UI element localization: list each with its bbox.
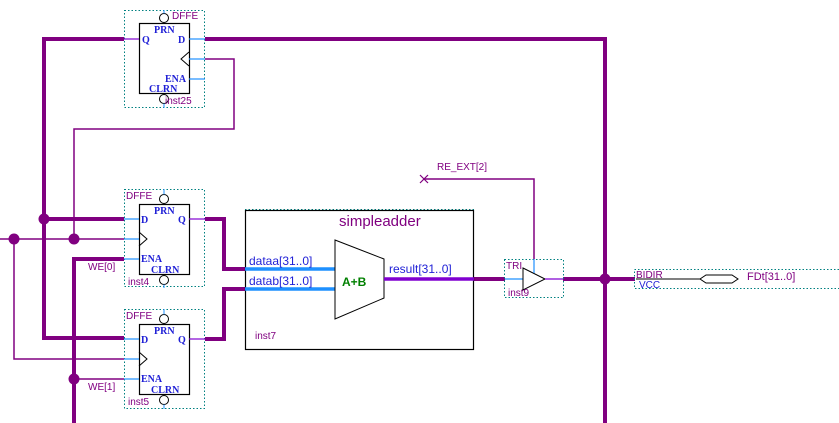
pin-q: Q [178, 215, 186, 226]
instance-name: inst25 [165, 96, 192, 107]
adder-op: A+B [342, 275, 367, 289]
pin-prn: PRN [154, 326, 175, 337]
we0-label: WE[0] [88, 262, 115, 273]
bus-q5-to-datab[interactable] [205, 287, 245, 341]
pin-prn: PRN [154, 25, 175, 36]
ff-type: DFFE [126, 311, 152, 322]
tri-inst9[interactable]: TRI inst9 RE_EXT[2] [437, 162, 564, 299]
wire-clk5[interactable] [13, 239, 124, 360]
bus-fdt-to-d25[interactable] [205, 37, 607, 423]
bidir-default: VCC [639, 280, 660, 291]
pin-ena: ENA [141, 254, 163, 265]
clock-triangle-icon [138, 231, 148, 247]
adder-title: simpleadder [339, 213, 421, 230]
pin-d: D [141, 335, 148, 346]
dotted-frame [634, 269, 839, 289]
tri-type: TRI [506, 261, 522, 272]
bidir-port-icon [699, 274, 739, 284]
no-connect-icon [419, 174, 429, 184]
bidir-name: FDt[31..0] [747, 271, 795, 283]
wire-we0[interactable] [72, 257, 124, 423]
instance-name: inst9 [508, 288, 530, 299]
junction-dot [68, 233, 80, 245]
dataa-label: dataa[31..0] [249, 254, 312, 268]
bidir-fdt[interactable]: BIDIR VCC FDt[31..0] [634, 269, 839, 292]
ff-type: DFFE [172, 11, 198, 22]
dffe-inst4[interactable]: DFFE PRN D Q ENA CLRN inst4 WE[0] [88, 189, 205, 288]
we1-label: WE[1] [88, 382, 115, 393]
bus-q4-to-dataa[interactable] [205, 217, 245, 271]
bus-q25-to-d5[interactable] [42, 37, 124, 340]
clock-triangle-icon [180, 51, 190, 67]
clrn-bubble-icon [159, 275, 169, 285]
result-label: result[31..0] [389, 262, 452, 276]
pin-ena: ENA [165, 74, 187, 85]
tri-buffer-icon [522, 267, 547, 291]
junction-dot [68, 373, 80, 385]
junction-dot [599, 273, 611, 285]
prn-bubble-icon [159, 194, 169, 204]
adder-symbol-icon [334, 239, 385, 320]
junction-dot [38, 213, 50, 225]
pin-d: D [178, 35, 185, 46]
ff-type: DFFE [126, 191, 152, 202]
pin-q: Q [178, 335, 186, 346]
junctions [8, 213, 611, 385]
datab-label: datab[31..0] [249, 274, 312, 288]
pin-clrn: CLRN [151, 265, 180, 276]
re-ext-label: RE_EXT[2] [437, 162, 487, 173]
prn-bubble-icon [159, 13, 169, 23]
pin-d: D [141, 215, 148, 226]
wire-re-ext[interactable] [424, 178, 535, 259]
junction-dot [8, 233, 20, 245]
adder-inst7[interactable]: simpleadder dataa[31..0] datab[31..0] re… [244, 209, 475, 351]
prn-bubble-icon [159, 314, 169, 324]
pin-q: Q [142, 35, 150, 46]
instance-name: inst5 [128, 397, 150, 408]
ff-body [138, 203, 191, 276]
instance-name: inst4 [128, 277, 150, 288]
wires [0, 37, 635, 423]
clock-triangle-icon [138, 351, 148, 367]
pin-clrn: CLRN [149, 84, 178, 95]
wire-clk25[interactable] [73, 58, 235, 239]
dffe-inst25[interactable]: DFFE PRN Q D ENA CLRN inst25 [124, 10, 205, 108]
pin-prn: PRN [154, 206, 175, 217]
dffe-inst5[interactable]: DFFE PRN D Q ENA CLRN inst5 WE[1] [88, 309, 205, 409]
clrn-bubble-icon [159, 395, 169, 405]
ff-body [138, 323, 191, 396]
pin-clrn: CLRN [151, 385, 180, 396]
instance-name: inst7 [255, 331, 277, 342]
bidir-type: BIDIR [636, 270, 663, 281]
pin-ena: ENA [141, 374, 163, 385]
